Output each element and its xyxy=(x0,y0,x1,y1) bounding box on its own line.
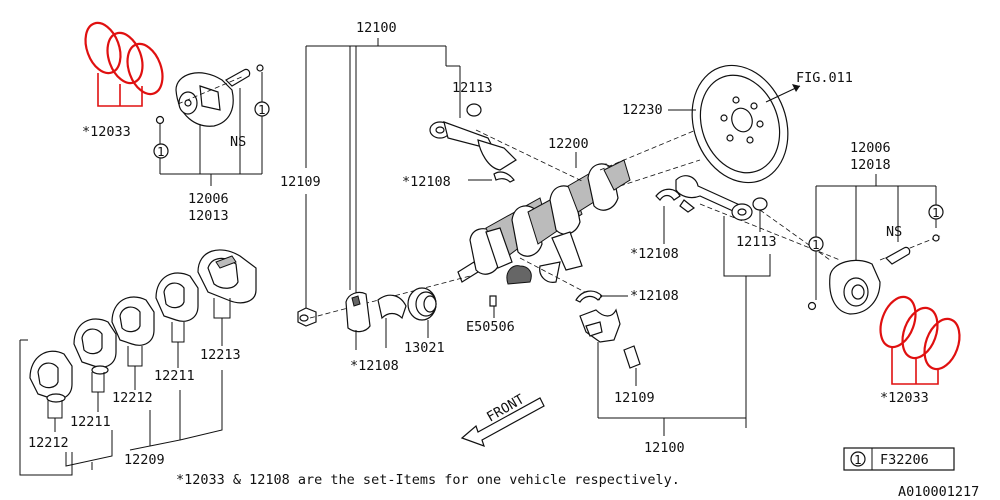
label-crankshaft: 12200 xyxy=(548,136,589,152)
main-bearing-3[interactable] xyxy=(111,296,155,346)
svg-text:1: 1 xyxy=(812,237,820,252)
svg-text:1: 1 xyxy=(157,144,165,159)
piston-ring-set-right[interactable] xyxy=(874,292,966,385)
connecting-rod-upper[interactable] xyxy=(429,121,517,171)
label-bushing-upper: 12113 xyxy=(452,80,493,96)
label-bearing-12211-a: 12211 xyxy=(70,414,111,430)
label-crank-key: E50506 xyxy=(466,319,515,335)
main-bearing-1[interactable] xyxy=(29,350,73,403)
rod-bearing-right[interactable] xyxy=(655,188,681,201)
svg-text:1: 1 xyxy=(258,102,266,117)
diagram-id: A010001217 xyxy=(898,484,979,500)
rod-bearing-lower-left-b[interactable] xyxy=(377,294,407,320)
label-bearing-12212-b: 12212 xyxy=(112,390,153,406)
circle-one-left-b: 1 xyxy=(254,101,270,117)
rod-nut-left[interactable] xyxy=(297,307,317,327)
label-ring-set-right: *12033 xyxy=(880,390,929,406)
oil-seal[interactable] xyxy=(407,287,437,321)
label-piston-left-1: 12006 xyxy=(188,191,229,207)
rod-bushing-upper[interactable] xyxy=(466,103,482,117)
rod-cap-lower[interactable] xyxy=(579,308,641,369)
circle-one-right-a: 1 xyxy=(808,236,824,252)
main-bearing-2[interactable] xyxy=(73,318,117,375)
label-piston-right-2: 12018 xyxy=(850,157,891,173)
legend-box: 1 F32206 xyxy=(843,447,955,471)
legend-code: F32206 xyxy=(880,452,929,468)
label-bearing-12213: 12213 xyxy=(200,347,241,363)
rod-bearing-lower-right[interactable] xyxy=(575,290,603,303)
svg-text:1: 1 xyxy=(932,205,940,220)
main-bearing-4[interactable] xyxy=(155,272,199,322)
ns-label-right: NS xyxy=(886,224,902,240)
footnote: *12033 & 12108 are the set-Items for one… xyxy=(176,472,680,488)
label-drive-plate: 12230 xyxy=(622,102,663,118)
label-bearing-12212-a: 12212 xyxy=(28,435,69,451)
piston-pin-left[interactable] xyxy=(225,64,264,87)
crank-pulley-key[interactable] xyxy=(489,295,497,307)
rod-bearing-lower-left[interactable] xyxy=(345,291,371,333)
crankshaft[interactable] xyxy=(457,159,631,285)
front-arrow: FRONT xyxy=(460,391,545,447)
label-bushing-right: 12113 xyxy=(736,234,777,250)
fig-ref-label[interactable]: FIG.011 xyxy=(796,70,853,86)
label-conrod-top: 12100 xyxy=(356,20,397,36)
label-rod-bearing-upper: *12108 xyxy=(402,174,451,190)
label-ring-set-left: *12033 xyxy=(82,124,131,140)
label-rod-bearing-lower-right: *12108 xyxy=(630,288,679,304)
piston-right[interactable] xyxy=(807,259,881,315)
circle-one-right-b: 1 xyxy=(928,204,944,220)
label-rod-bolt-left: 12109 xyxy=(280,174,321,190)
circle-one-left-a: 1 xyxy=(153,143,169,159)
label-rod-bearing-right: *12108 xyxy=(630,246,679,262)
rod-bearing-upper[interactable] xyxy=(493,171,515,183)
label-bearing-12209: 12209 xyxy=(124,452,165,468)
piston-left[interactable] xyxy=(155,72,234,127)
piston-ring-set-left[interactable] xyxy=(79,18,169,107)
label-piston-left-2: 12013 xyxy=(188,208,229,224)
label-conrod-bottom: 12100 xyxy=(644,440,685,456)
rod-bushing-right[interactable] xyxy=(752,197,768,211)
legend-circle-num: 1 xyxy=(854,452,862,467)
drive-plate[interactable] xyxy=(676,52,803,196)
label-bearing-12211-b: 12211 xyxy=(154,368,195,384)
label-oil-seal: 13021 xyxy=(404,340,445,356)
piston-pin-right[interactable] xyxy=(885,234,940,265)
connecting-rod-right[interactable] xyxy=(675,175,753,221)
label-rod-bolt-lower: 12109 xyxy=(614,390,655,406)
main-bearing-5[interactable] xyxy=(197,249,257,304)
ns-label-left: NS xyxy=(230,134,246,150)
label-piston-right-1: 12006 xyxy=(850,140,891,156)
label-rod-bearing-lower-left: *12108 xyxy=(350,358,399,374)
